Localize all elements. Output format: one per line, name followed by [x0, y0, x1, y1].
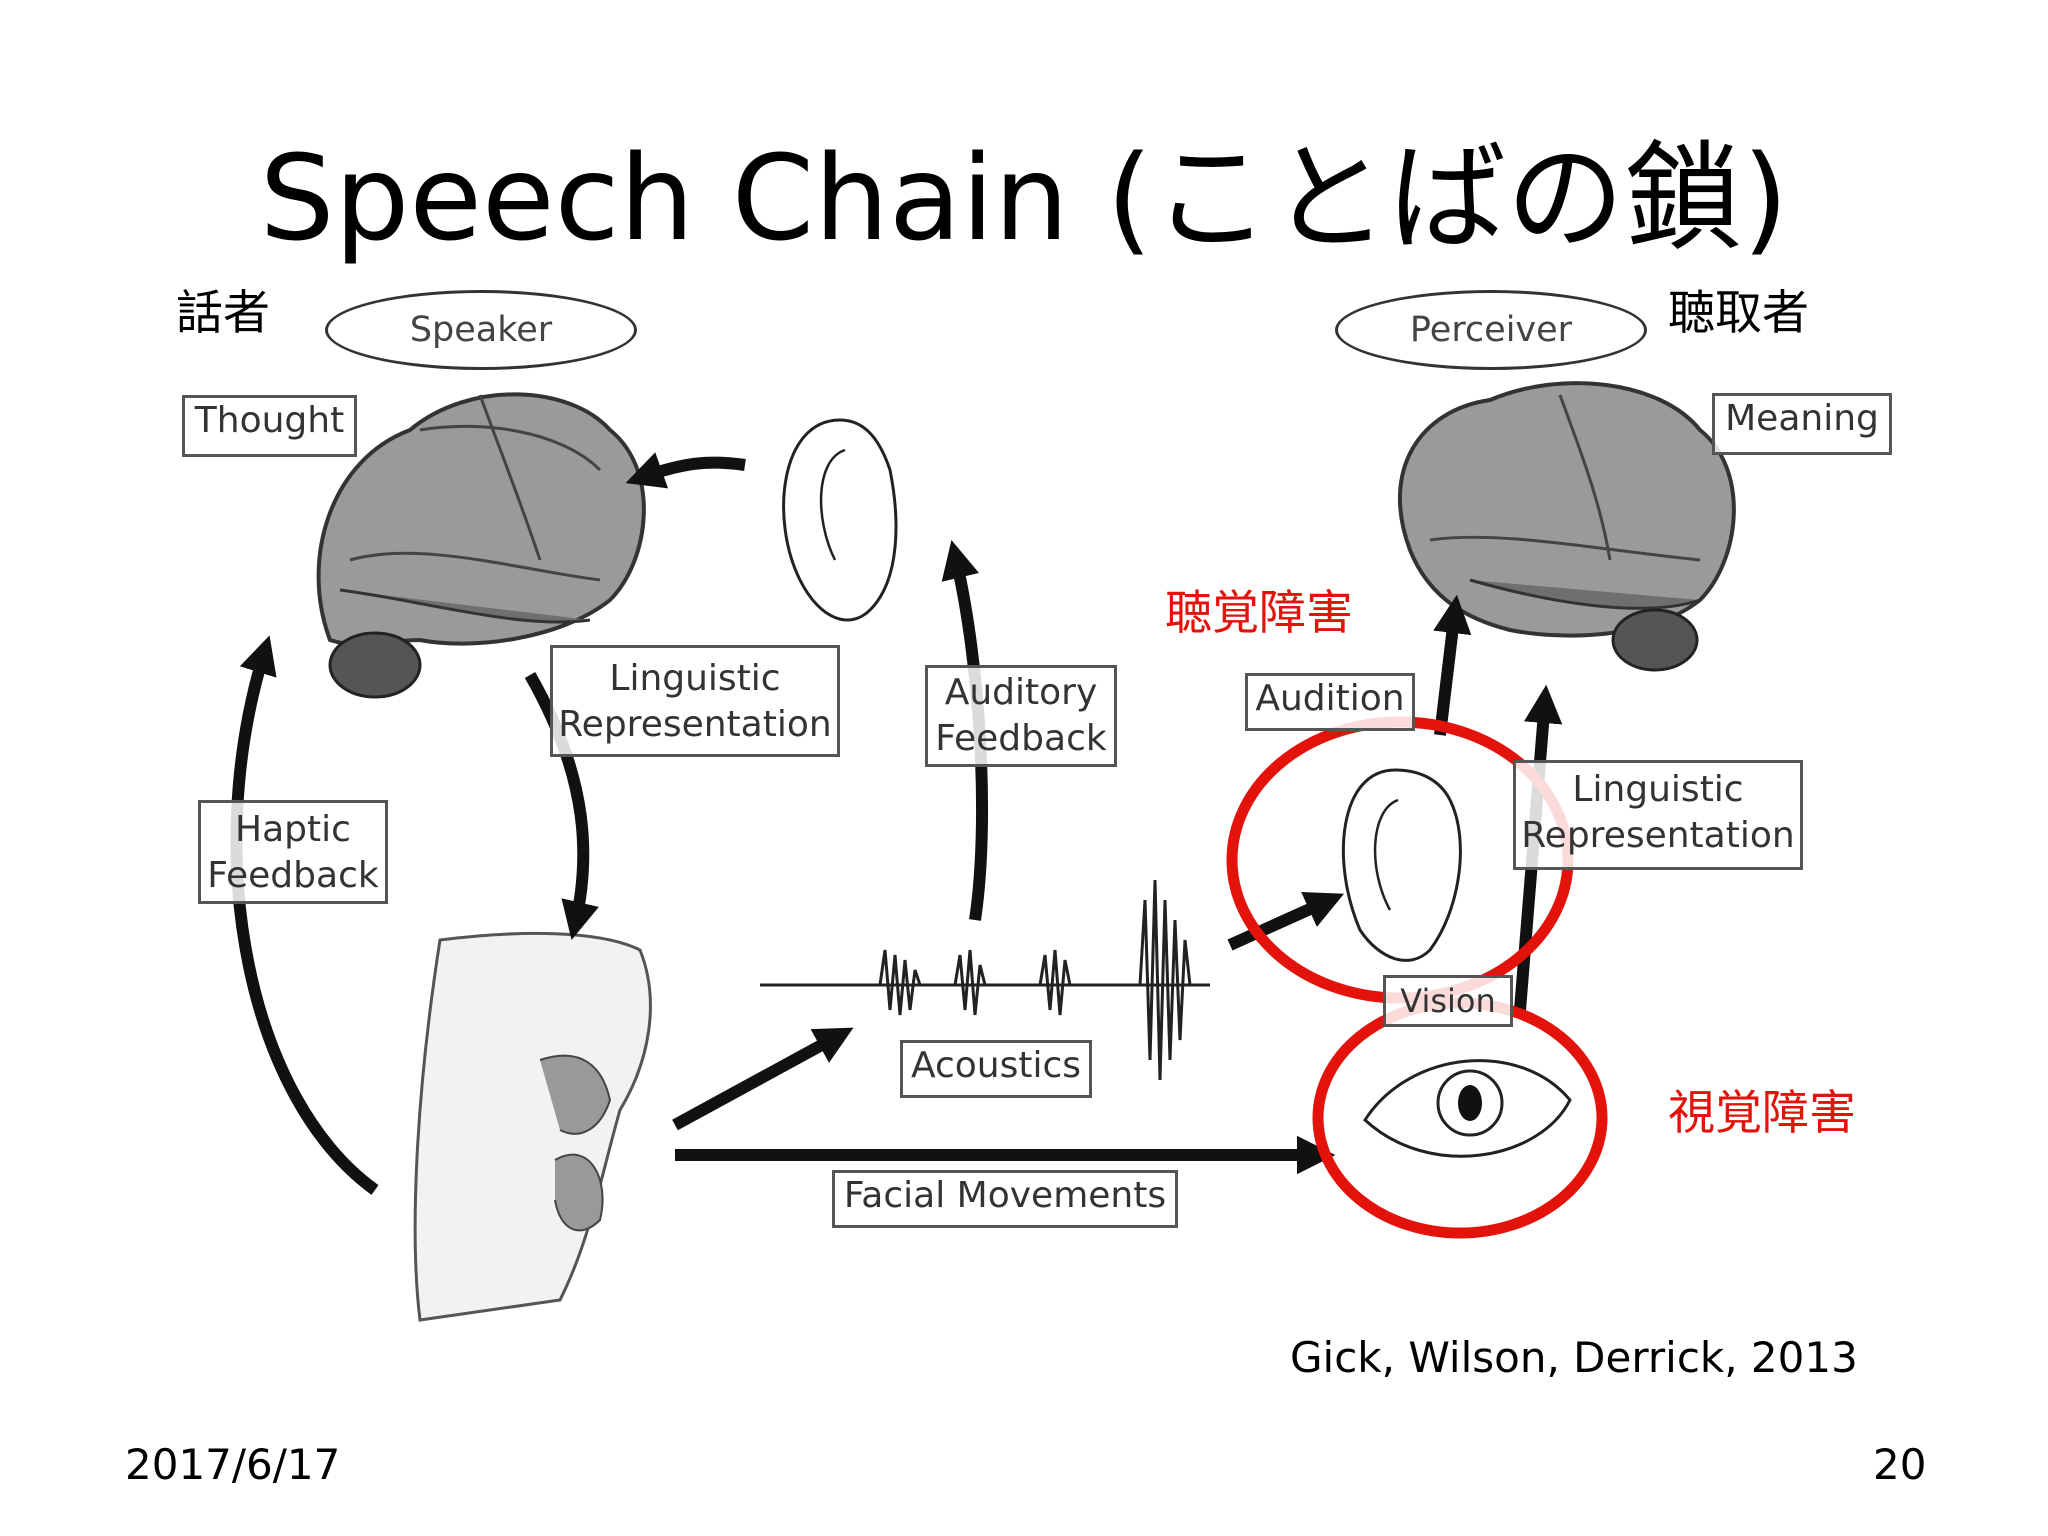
facial-movements-box: Facial Movements	[832, 1170, 1178, 1228]
auditory-feedback-box: Auditory Feedback	[925, 665, 1117, 767]
ear-icon	[782, 418, 898, 622]
slide-date: 2017/6/17	[125, 1440, 341, 1489]
perceiver-brain-icon	[1398, 381, 1736, 672]
audition-box: Audition	[1245, 673, 1415, 731]
linguistic-rep-left-line2: Representation	[558, 704, 832, 745]
speaker-oval: Speaker	[325, 290, 637, 370]
visual-impairment-label: 視覚障害	[1668, 1086, 1856, 1141]
linguistic-representation-box-right: Linguistic Representation	[1513, 760, 1803, 870]
perceiver-oval: Perceiver	[1335, 290, 1647, 370]
linguistic-rep-right-line1: Linguistic	[1572, 769, 1744, 810]
listener-ear-icon	[1342, 768, 1462, 962]
speaker-brain-icon	[316, 392, 646, 699]
haptic-feedback-line2: Feedback	[207, 855, 379, 896]
acoustics-box: Acoustics	[900, 1040, 1092, 1098]
auditory-feedback-line2: Feedback	[935, 718, 1107, 759]
acoustic-waveform	[760, 879, 1210, 1081]
auditory-feedback-line1: Auditory	[944, 672, 1098, 713]
speaker-jp-label: 話者	[176, 286, 270, 341]
slide-number: 20	[1873, 1440, 1927, 1489]
linguistic-rep-right-line2: Representation	[1521, 815, 1795, 856]
haptic-feedback-line1: Haptic	[235, 809, 351, 850]
arrows	[230, 452, 1563, 1195]
meaning-box: Meaning	[1712, 393, 1892, 455]
vision-box: Vision	[1383, 975, 1513, 1027]
linguistic-rep-left-line1: Linguistic	[609, 658, 781, 699]
eye-icon	[1363, 1059, 1572, 1158]
listener-jp-label: 聴取者	[1668, 286, 1809, 341]
vocal-tract-icon	[413, 931, 652, 1322]
hearing-impairment-label: 聴覚障害	[1165, 586, 1353, 641]
thought-box: Thought	[182, 395, 357, 457]
slide-title: Speech Chain (ことばの鎖)	[259, 129, 1789, 267]
citation: Gick, Wilson, Derrick, 2013	[1290, 1333, 1858, 1382]
linguistic-representation-box-left: Linguistic Representation	[550, 645, 840, 757]
haptic-feedback-box: Haptic Feedback	[198, 800, 388, 904]
